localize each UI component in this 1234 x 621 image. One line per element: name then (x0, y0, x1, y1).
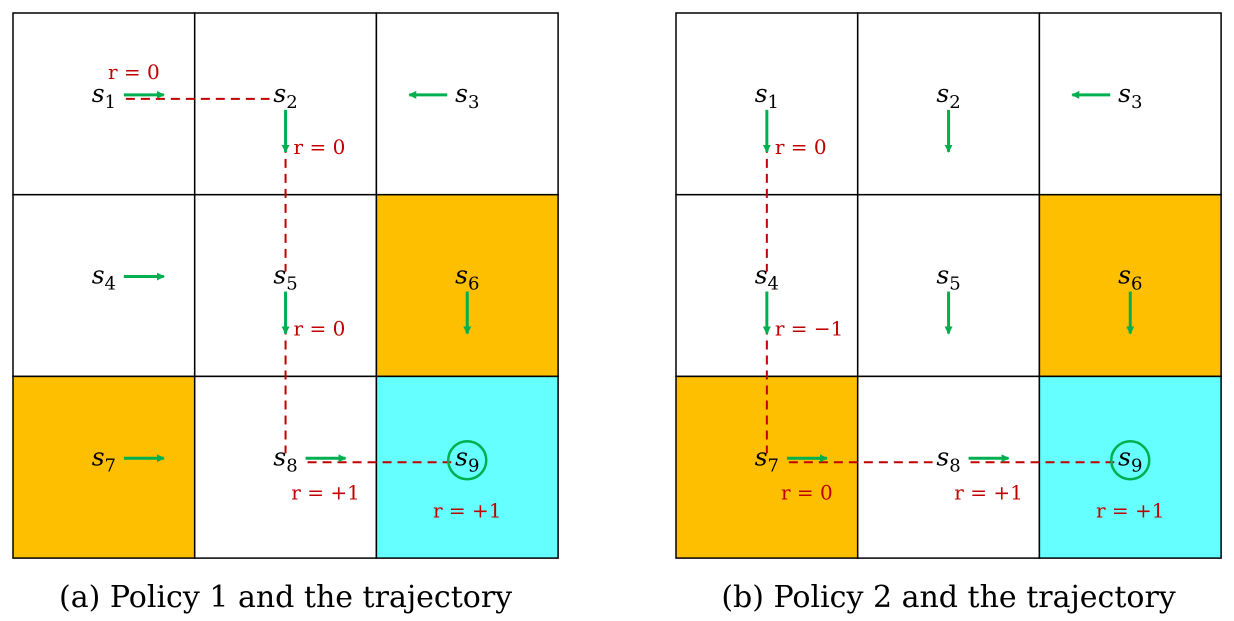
state-label-s7: s7 (92, 442, 116, 476)
state-label-s8: s8 (273, 442, 297, 476)
state-label-s9: s9 (1118, 442, 1142, 476)
reward-label: r = +1 (433, 498, 502, 522)
reward-label: r = +1 (954, 480, 1023, 504)
state-label-s4: s4 (92, 261, 116, 295)
grid-cell-s9 (375, 375, 559, 559)
state-label-s1: s1 (755, 79, 779, 113)
grid-cell-s9 (1038, 375, 1222, 559)
grid-cell-s7 (12, 375, 196, 559)
grid-cell-s4 (12, 193, 196, 378)
grid-cell-s8 (856, 375, 1041, 559)
panel-caption: (a) Policy 1 and the trajectory (59, 580, 512, 615)
state-label-s3: s3 (1118, 79, 1142, 113)
state-label-s4: s4 (755, 261, 779, 295)
reward-label: r = 0 (294, 317, 346, 341)
state-label-s7: s7 (755, 442, 779, 476)
grid-cell-s1 (12, 12, 196, 196)
reward-label: r = −1 (775, 317, 844, 341)
reward-label: r = 0 (775, 135, 827, 159)
state-label-s2: s2 (936, 79, 960, 113)
state-label-s6: s6 (1118, 261, 1142, 295)
grid-cell-s6 (1038, 193, 1222, 378)
reward-label: r = +1 (1096, 498, 1165, 522)
reward-label: r = 0 (294, 135, 346, 159)
reward-label: r = 0 (108, 60, 160, 84)
reward-label: r = +1 (291, 480, 360, 504)
panel-b: s1 s2 s3 s4 s5 s6 s7 s8 s9 r = 0 r = −1 r = 0 r = +1… (675, 12, 1222, 615)
state-label-s1: s1 (92, 79, 116, 113)
state-label-s5: s5 (936, 261, 960, 295)
state-label-s5: s5 (273, 261, 297, 295)
state-label-s2: s2 (273, 79, 297, 113)
panel-caption: (b) Policy 2 and the trajectory (721, 580, 1175, 615)
state-label-s8: s8 (936, 442, 960, 476)
state-label-s3: s3 (455, 79, 479, 113)
grid-cell-s2 (856, 12, 1041, 196)
reward-label: r = 0 (781, 480, 833, 504)
goal-circle-icon (1110, 440, 1151, 481)
goal-circle-icon (447, 440, 488, 481)
grid-cell-s6 (375, 193, 559, 378)
grid-cell-s3 (375, 12, 559, 196)
state-label-s9: s9 (455, 442, 479, 476)
grid-cell-s5 (856, 193, 1041, 378)
state-label-s6: s6 (455, 261, 479, 295)
panel-a: s1 s2 s3 s4 s5 s6 s7 s8 s9 r = 0 r = 0 r = 0 r = +1 r… (12, 12, 559, 615)
grid-cell-s3 (1038, 12, 1222, 196)
